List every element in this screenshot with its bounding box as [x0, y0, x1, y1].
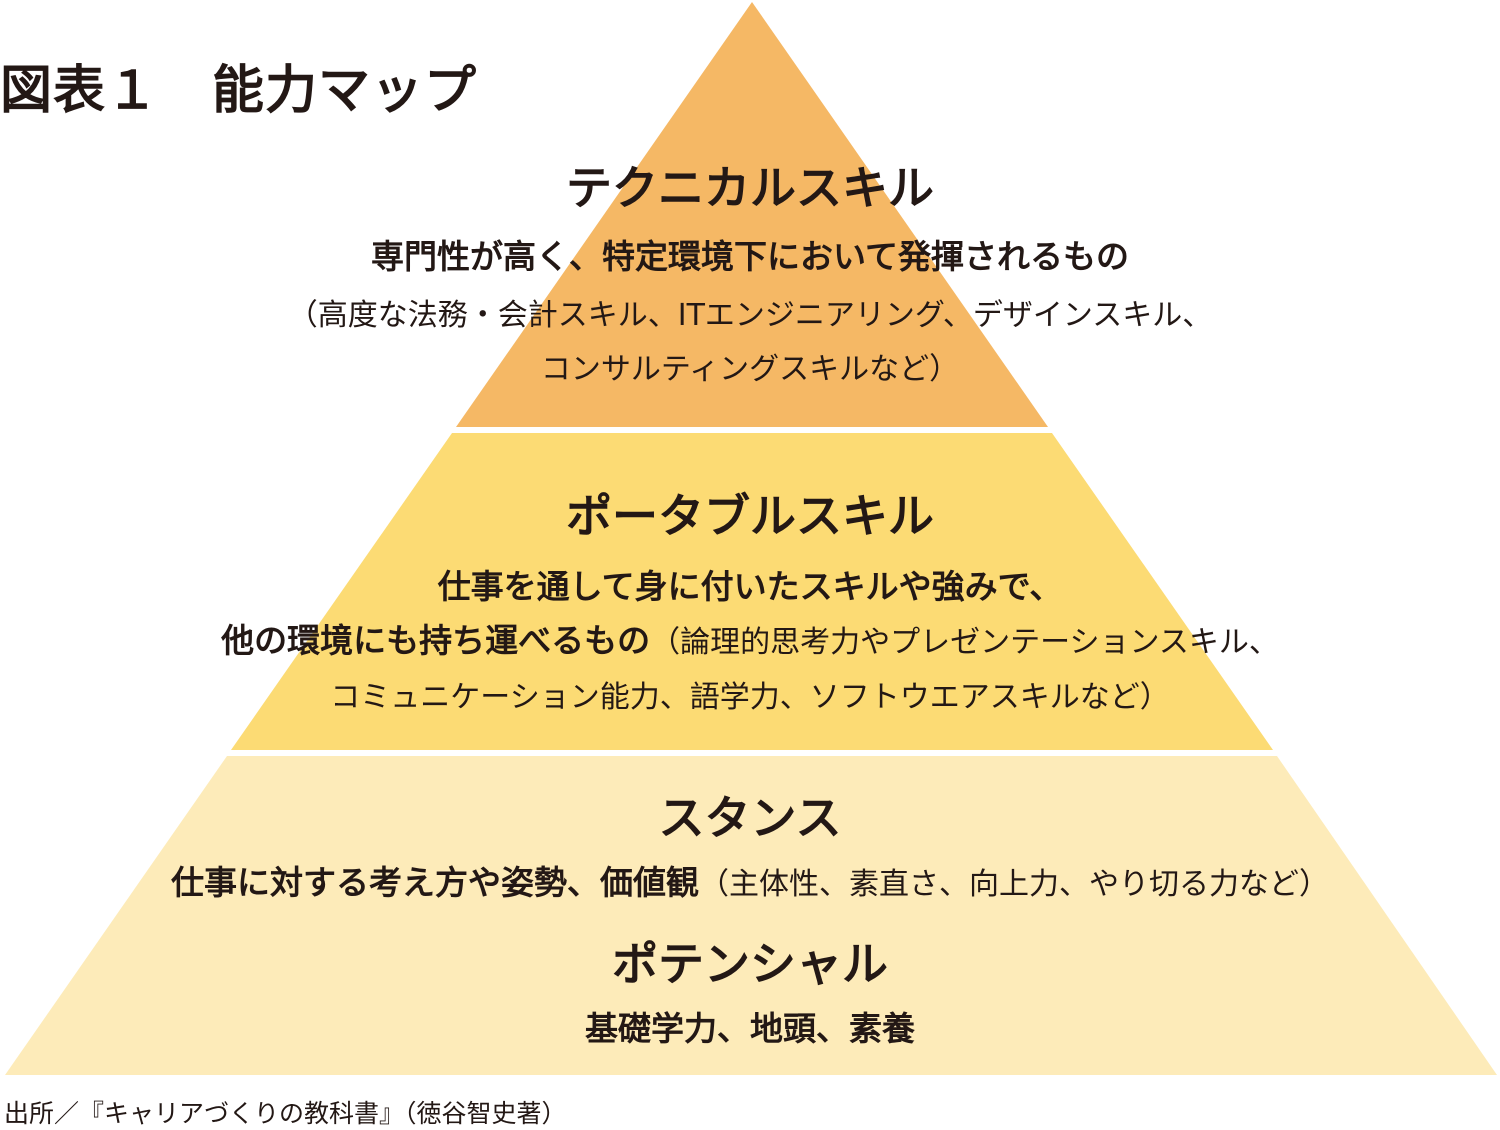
tier-note-portable-1: （論理的思考力やプレゼンテーションスキル、 — [650, 625, 1279, 660]
tier-note-technical-1: （高度な法務・会計スキル、ITエンジニアリング、デザインスキル、 — [287, 298, 1213, 333]
tier-stance-potential — [5, 756, 1497, 1075]
tier-desc-potential: 基礎学力、地頭、素養 — [585, 1009, 915, 1048]
tier-desc-portable-1: 仕事を通して身に付いたスキルや強みで、 — [437, 567, 1063, 606]
figure-title: 図表１ 能力マップ — [0, 61, 478, 121]
tier-desc-stance-row: 仕事に対する考え方や姿勢、価値観（主体性、素直さ、向上力、やり切る力など） — [0, 856, 1500, 904]
tier-heading-portable: ポータブルスキル — [566, 489, 934, 543]
tier-note-portable-2: コミュニケーション能力、語学力、ソフトウエアスキルなど） — [330, 680, 1170, 715]
tier-desc-stance: 仕事に対する考え方や姿勢、価値観 — [171, 863, 699, 902]
tier-desc-portable-2-row: 他の環境にも持ち運べるもの（論理的思考力やプレゼンテーションスキル、 — [0, 614, 1500, 662]
tier-desc-portable-2: 他の環境にも持ち運べるもの — [221, 621, 651, 660]
tier-desc-technical: 専門性が高く、特定環境下において発揮されるもの — [370, 237, 1129, 276]
tier-portable — [231, 433, 1273, 750]
tier-heading-stance: スタンス — [658, 791, 842, 845]
tier-technical — [456, 2, 1048, 427]
source-note: 出所／『キャリアづくりの教科書』（徳谷智史著） — [4, 1099, 567, 1128]
tier-heading-technical: テクニカルスキル — [566, 161, 934, 215]
tier-heading-potential: ポテンシャル — [612, 937, 888, 991]
tier-note-stance: （主体性、素直さ、向上力、やり切る力など） — [699, 867, 1329, 902]
tier-note-technical-2: コンサルティングスキルなど） — [540, 352, 960, 387]
